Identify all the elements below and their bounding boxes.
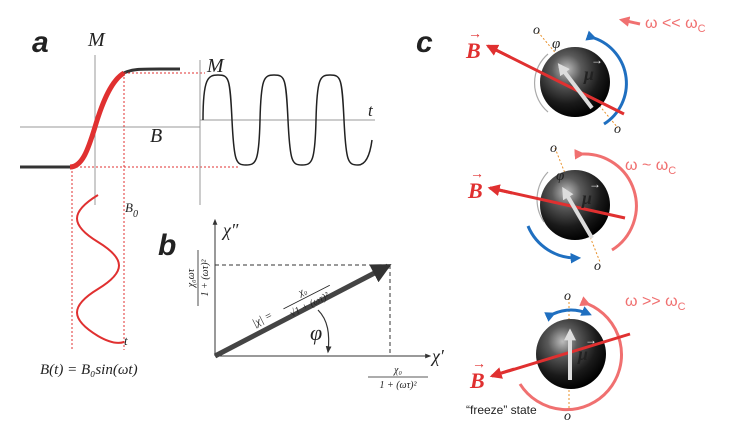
linear-region [69,70,126,170]
panel-a: a M B M t B0 t B(t) = B₀sin(ωt) [20,26,375,378]
panel-b-letter: b [158,229,176,262]
y-tick-fraction: χ₀ωτ 1 + (ωτ)² [186,250,211,306]
mu-label: μ [577,344,588,364]
condition-low: ω << ωC [645,15,706,35]
b-arrow-accent: → [472,355,486,371]
t-wave-label: t [368,101,374,120]
mu-arrow-accent: → [589,177,601,191]
b-axis-label: B [150,125,162,147]
b-arrow-accent: → [470,165,484,181]
equation: B(t) = B₀sin(ωt) [40,362,138,378]
easy-axis [537,31,619,129]
moment-vector [562,186,594,240]
b-label: B [467,178,483,203]
m-axis-label: M [87,29,106,51]
easy-axis-top: o [550,141,557,156]
mu-label: μ [581,188,592,208]
b-arrow-accent: → [468,25,482,41]
drive-wave [76,194,125,344]
condition-mid: ω ~ ωC [625,157,676,177]
b-label: B [469,368,485,393]
rotation-arrow-pink [518,296,623,412]
rotation-arrow-blue [585,30,628,126]
chi-real-label: χ′ [430,346,445,366]
particle-high-frequency: o o B → μ → ω >> ωC “freeze” state [466,289,686,424]
phi-label: φ [310,320,322,345]
moment-vector [557,63,594,110]
b-label: B [465,38,481,63]
easy-axis-top: o [533,23,540,38]
x-tick-fraction: χ₀ 1 + (ωτ)² [368,365,428,391]
svg-text:χ₀ωτ: χ₀ωτ [186,268,197,288]
field-vector-arrow [485,44,511,59]
rotation-arrow-blue [526,225,582,264]
easy-axis-top: o [564,289,571,304]
panel-c-letter: c [416,26,433,59]
t-drive-label: t [124,333,128,348]
phi-label: φ [556,168,564,184]
m-wave-label: M [206,55,225,77]
field-vector-arrow [487,184,513,196]
phi-arc [534,53,549,113]
field-vector-line [491,332,631,378]
condition-high: ω >> ωC [625,293,686,313]
chi-vector [213,263,392,359]
field-vector-line [487,44,625,116]
field-vector-arrow [489,367,515,379]
magnetization-wave [202,74,373,166]
phi-label: φ [552,36,560,52]
rotation-arrow-pink [574,149,638,252]
svg-text:χ₀: χ₀ [393,365,402,376]
particle-low-frequency: o o φ B → μ → ω << ωC [465,15,706,137]
panel-a-letter: a [32,26,49,59]
wobble-arrow-blue [544,306,592,322]
b0-label: B0 [125,200,138,220]
easy-axis-bottom: o [564,409,571,424]
chi-imag-label: χ″ [221,220,239,240]
freeze-caption: “freeze” state [466,403,537,417]
drive-direction-arrow [618,16,641,27]
panel-b: b χ″ χ′ φ χ₀ωτ 1 + (ωτ)² χ₀ 1 + (ωτ)² |χ… [158,218,445,391]
svg-text:1 + (ωτ)²: 1 + (ωτ)² [379,380,417,391]
svg-text:√1 + (ωτ)²: √1 + (ωτ)² [288,290,332,320]
field-vector-line [489,186,626,220]
svg-text:1 + (ωτ)²: 1 + (ωτ)² [200,258,211,296]
easy-axis-bottom: o [594,259,601,274]
mu-label: μ [583,64,594,84]
mu-arrow-accent: → [585,333,597,347]
phi-arc [536,171,549,223]
easy-axis-bottom: o [614,122,621,137]
particle-mid-frequency: o o φ B → μ → ω ~ ωC [467,141,676,274]
phi-arc [317,309,332,354]
panel-c: c o o φ B → μ → ω << ωC o o φ [416,15,706,424]
mu-arrow-accent: → [591,53,603,67]
magnitude-equation: |χ| = χ₀ √1 + (ωτ)² [250,285,332,330]
